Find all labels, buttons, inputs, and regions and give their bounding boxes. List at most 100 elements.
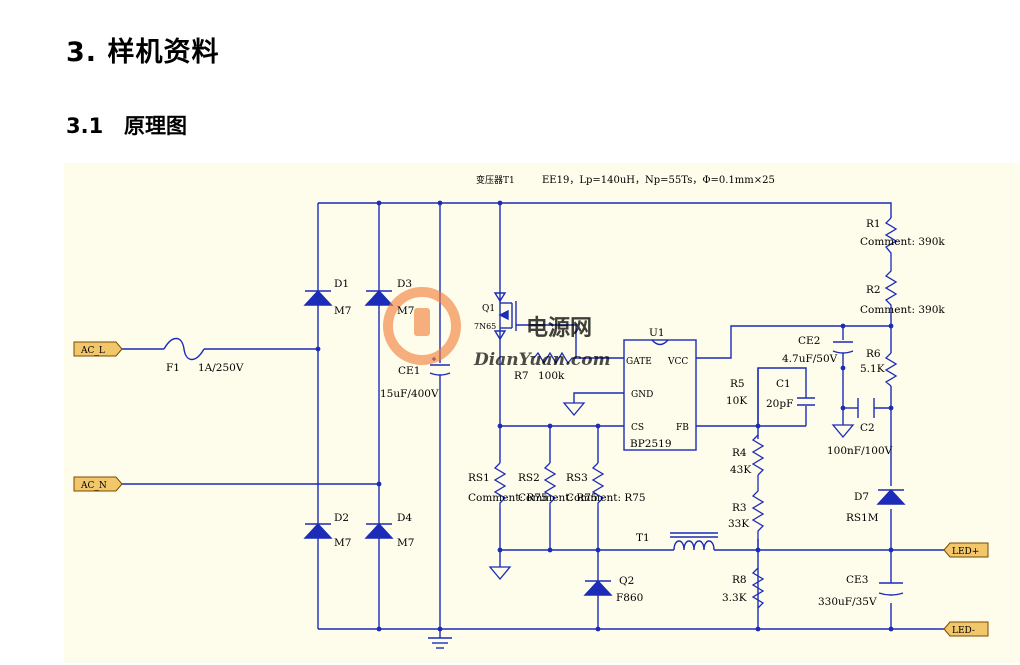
label-d7-val: RS1M (846, 512, 879, 524)
label-u1-name: BP2519 (630, 438, 672, 450)
label-t1: T1 (636, 532, 650, 544)
watermark-en: DianYuan.com (473, 350, 611, 370)
label-led-plus: LED+ (952, 547, 979, 557)
ground-symbol-rs (488, 566, 512, 581)
schematic-background (64, 163, 1020, 663)
pin-gnd: GND (631, 390, 653, 400)
label-d4: D4 (397, 512, 412, 524)
label-r5-val: 10K (726, 395, 747, 407)
label-d2: D2 (334, 512, 349, 524)
label-r8-val: 3.3K (722, 592, 747, 604)
label-r4: R4 (732, 447, 747, 459)
wires (122, 202, 944, 638)
label-r7: R7 (514, 370, 529, 382)
subsection-title: 原理图 (124, 114, 187, 138)
label-r1: R1 (866, 218, 881, 230)
pin-vcc: VCC (667, 357, 688, 367)
label-r2-val: Comment: 390k (860, 304, 945, 316)
label-r6-val: 5.1K (860, 363, 885, 375)
label-d2-m7: M7 (334, 537, 351, 549)
label-r1-val: Comment: 390k (860, 236, 945, 248)
label-f1-val: 1A/250V (198, 362, 244, 374)
capacitor-ce2 (832, 340, 854, 354)
diode-d4 (364, 522, 394, 539)
label-d3: D3 (397, 278, 412, 290)
label-r2: R2 (866, 284, 881, 296)
pin-gate: GATE (626, 357, 652, 367)
transformer-spec: EE19，Lp=140uH，Np=55Ts，Φ=0.1mm×25 (542, 175, 775, 186)
label-q1-val: 7N65 (474, 322, 496, 331)
resistors-right (884, 217, 898, 387)
label-r3-val: 33K (728, 518, 749, 530)
transformer-t1 (670, 532, 718, 551)
port-ac-l (73, 341, 123, 357)
label-c2-val: 100nF/100V (827, 445, 893, 457)
label-ac-n: AC_N (80, 481, 107, 491)
resistor-r7 (533, 351, 576, 365)
label-rs3: RS3 (566, 472, 588, 484)
diode-d7 (876, 488, 906, 505)
label-rs1: RS1 (468, 472, 490, 484)
watermark-logo (383, 287, 461, 365)
pin-fb: FB (676, 423, 689, 433)
label-ce2: CE2 (798, 335, 820, 347)
label-d4-m7: M7 (397, 537, 414, 549)
ic-u1 (623, 339, 697, 451)
label-ce3: CE3 (846, 574, 868, 586)
label-r7-val: 100k (538, 370, 565, 382)
capacitor-c1 (797, 397, 815, 406)
label-d1: D1 (334, 278, 349, 290)
label-led-minus: LED- (952, 626, 975, 636)
diode-q2 (583, 579, 613, 596)
transformer-title: 变压器T1 (476, 174, 515, 186)
label-d3-m7: M7 (397, 305, 414, 317)
section-heading: 3. 样机资料 (66, 37, 220, 68)
ground-symbol-ce1 (428, 637, 452, 649)
resistors-rs (493, 462, 605, 508)
subsection-heading: 3.1 原理图 (66, 110, 187, 140)
capacitor-ce1 (428, 357, 452, 376)
label-c1-val: 20pF (766, 398, 793, 410)
resistors-divider (750, 434, 766, 609)
capacitor-c2 (857, 398, 875, 418)
label-rs1-val: Comment: R75 (468, 492, 548, 504)
label-rs3-val: Comment: R75 (566, 492, 646, 504)
label-ce1-val: 15uF/400V (380, 388, 439, 400)
label-q2: Q2 (619, 575, 634, 587)
label-ce2-val: 4.7uF/50V (782, 353, 838, 365)
label-r3: R3 (732, 502, 747, 514)
mosfet-q1 (493, 292, 534, 341)
label-d1-m7: M7 (334, 305, 351, 317)
label-rs2-val: Comment: R75 (518, 492, 598, 504)
label-q1: Q1 (482, 304, 495, 314)
label-r4-val: 43K (730, 464, 751, 476)
label-ce1: CE1 (398, 365, 420, 377)
label-c2: C2 (860, 422, 875, 434)
label-c1: C1 (776, 378, 791, 390)
diode-d1 (303, 289, 333, 306)
schematic-diagram: 变压器T1 EE19，Lp=140uH，Np=55Ts，Φ=0.1mm×25 A… (73, 174, 989, 649)
ground-symbol-gnd-pin (562, 402, 586, 417)
label-r8: R8 (732, 574, 747, 586)
label-f1: F1 (166, 362, 180, 374)
subsection-number: 3.1 (66, 114, 104, 138)
label-rs2: RS2 (518, 472, 540, 484)
label-r5: R5 (730, 378, 745, 390)
capacitor-ce3 (878, 582, 904, 596)
junction-dots (315, 200, 894, 632)
label-r6: R6 (866, 348, 881, 360)
label-ce3-val: 330uF/35V (818, 596, 877, 608)
label-ac-l: AC_L (80, 346, 105, 356)
diode-d3 (364, 289, 394, 306)
diode-d2 (303, 522, 333, 539)
label-q2-val: F860 (616, 592, 643, 604)
port-led-minus (943, 621, 989, 637)
ground-symbol-ce2 (831, 424, 855, 439)
fuse-f1 (163, 337, 205, 361)
pin-cs: CS (631, 423, 644, 433)
port-ac-n (73, 476, 123, 492)
watermark-cn: 电源网 (526, 315, 592, 341)
label-u1: U1 (649, 327, 665, 339)
port-led-plus (943, 542, 989, 558)
label-d7: D7 (854, 491, 869, 503)
